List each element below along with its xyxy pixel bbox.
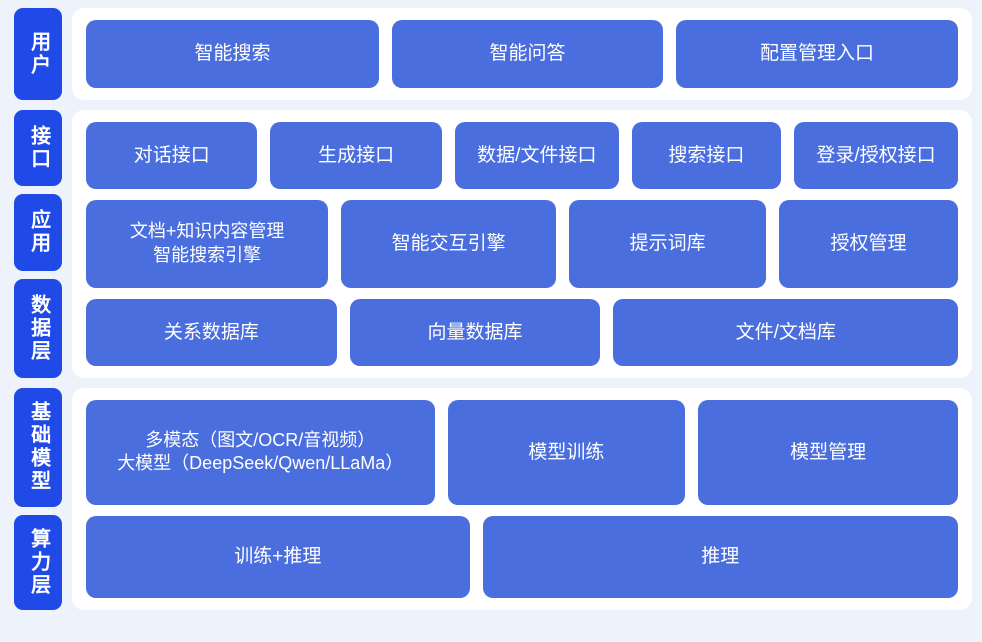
cell-smart-search[interactable]: 智能搜索: [86, 20, 380, 88]
row-interface: 对话接口 生成接口 数据/文件接口 搜索接口 登录/授权接口: [86, 122, 959, 189]
cell-file-document-store[interactable]: 文件/文档库: [613, 299, 958, 367]
cell-model-training[interactable]: 模型训练: [447, 400, 686, 505]
rail-tab-user[interactable]: 用户: [14, 8, 62, 100]
rail-tab-compute-layer[interactable]: 算力层: [14, 514, 62, 610]
panel-platform: 对话接口 生成接口 数据/文件接口 搜索接口 登录/授权接口 文档+知识内容管理…: [72, 110, 972, 378]
cell-training-inference[interactable]: 训练+推理: [86, 515, 470, 599]
cell-relational-database[interactable]: 关系数据库: [86, 299, 337, 367]
panel-user: 智能搜索 智能问答 配置管理入口: [72, 8, 972, 100]
row-data-layer: 关系数据库 向量数据库 文件/文档库: [86, 299, 958, 367]
cell-config-management-entry[interactable]: 配置管理入口: [676, 20, 958, 88]
cell-search-api[interactable]: 搜索接口: [631, 122, 782, 189]
rail-tab-data-layer-label: 数据层: [27, 293, 50, 363]
rail-tab-interface[interactable]: 接口: [14, 110, 62, 187]
cell-smart-interaction-engine[interactable]: 智能交互引擎: [341, 199, 557, 289]
cell-inference[interactable]: 推理: [482, 515, 958, 599]
rail-tab-user-label: 用户: [27, 31, 50, 77]
layer-group-platform: 接口 应用 数据层 对话接口 生成接口 数据/文件接口 搜索接口 登录/授权接口…: [14, 110, 972, 378]
rail-infrastructure-group: 基础模型 算力层: [14, 388, 62, 610]
cell-dialog-api[interactable]: 对话接口: [86, 122, 258, 189]
row-compute-layer: 训练+推理 推理: [86, 515, 958, 599]
rail-tab-data-layer[interactable]: 数据层: [14, 278, 62, 378]
row-foundation-model: 多模态（图文/OCR/音视频） 大模型（DeepSeek/Qwen/LLaMa）…: [86, 400, 958, 505]
cell-multimodal-llm[interactable]: 多模态（图文/OCR/音视频） 大模型（DeepSeek/Qwen/LLaMa）: [86, 400, 435, 505]
layer-group-user: 用户 智能搜索 智能问答 配置管理入口: [14, 8, 972, 100]
cell-vector-database[interactable]: 向量数据库: [349, 299, 601, 367]
panel-infrastructure: 多模态（图文/OCR/音视频） 大模型（DeepSeek/Qwen/LLaMa）…: [72, 388, 972, 610]
rail-tab-application-label: 应用: [27, 209, 50, 256]
rail-tab-foundation-model-label: 基础模型: [27, 401, 50, 494]
rail-tab-application[interactable]: 应用: [14, 194, 62, 271]
layer-group-infrastructure: 基础模型 算力层 多模态（图文/OCR/音视频） 大模型（DeepSeek/Qw…: [14, 388, 972, 610]
rail-platform-group: 接口 应用 数据层: [14, 110, 62, 378]
cell-authorization-management[interactable]: 授权管理: [779, 199, 958, 289]
rail-tab-interface-label: 接口: [27, 125, 50, 172]
rail-user-group: 用户: [14, 8, 62, 100]
row-user: 智能搜索 智能问答 配置管理入口: [86, 20, 958, 88]
cell-model-management[interactable]: 模型管理: [698, 400, 958, 505]
rail-tab-foundation-model[interactable]: 基础模型: [14, 388, 62, 507]
cell-data-file-api[interactable]: 数据/文件接口: [454, 122, 619, 189]
cell-login-auth-api[interactable]: 登录/授权接口: [794, 122, 959, 189]
row-application: 文档+知识内容管理 智能搜索引擎 智能交互引擎 提示词库 授权管理: [86, 199, 958, 289]
cell-generation-api[interactable]: 生成接口: [270, 122, 442, 189]
cell-prompt-library[interactable]: 提示词库: [569, 199, 767, 289]
rail-tab-compute-layer-label: 算力层: [27, 527, 50, 597]
cell-smart-qa[interactable]: 智能问答: [392, 20, 663, 88]
cell-doc-knowledge-management[interactable]: 文档+知识内容管理 智能搜索引擎: [86, 199, 329, 289]
